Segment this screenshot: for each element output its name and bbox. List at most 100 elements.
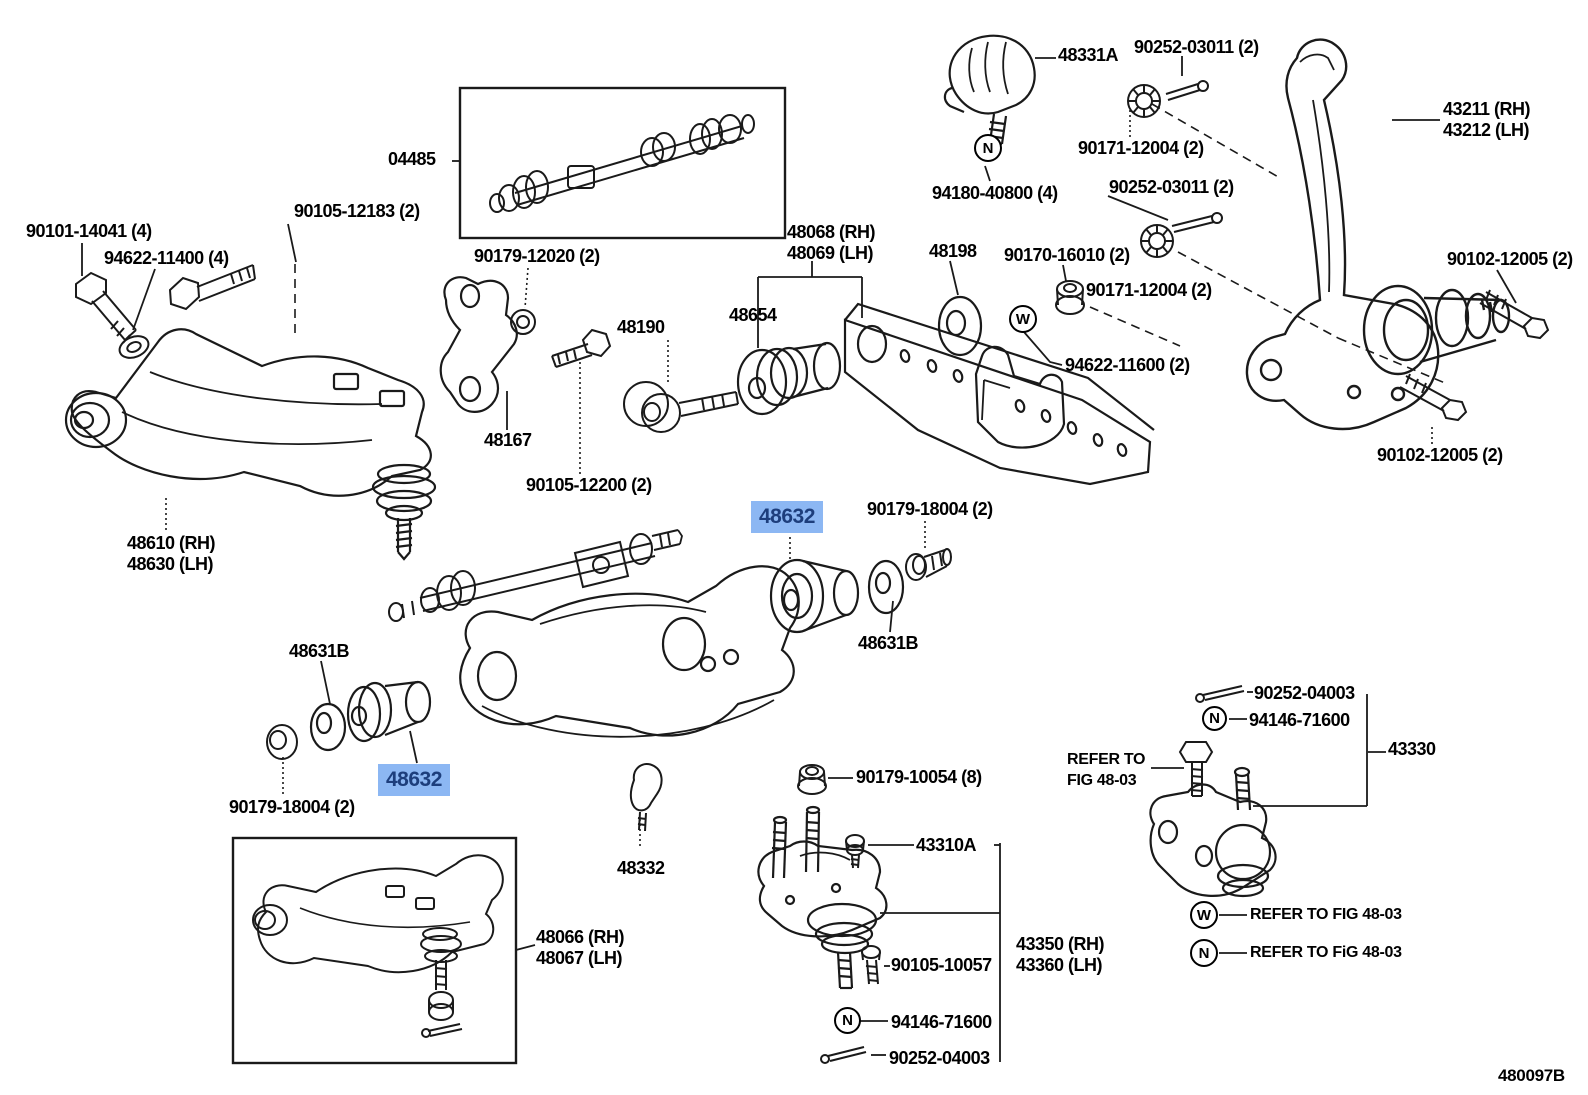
part-label-48066[interactable]: 48066 (RH): [536, 927, 625, 947]
figure-code: 480097B: [1498, 1066, 1565, 1085]
nut-90179-10054: [797, 764, 827, 795]
cotter-pin-90252-03011-b: [1171, 212, 1223, 233]
part-label-04485[interactable]: 04485: [388, 149, 436, 169]
leader-lines: [81, 56, 1517, 1062]
part-label-90102-12005-a[interactable]: 90102-12005 (2): [1447, 249, 1573, 269]
part-label-48610-48630[interactable]: 48610 (RH) 48630 (LH): [127, 533, 216, 575]
part-label-48068[interactable]: 48068 (RH): [787, 222, 876, 242]
crossmember-48068: [843, 302, 1155, 486]
w-symbol-circle-mid: W: [1009, 305, 1037, 333]
bolt-90105-12183: [168, 264, 256, 311]
part-label-90179-10054[interactable]: 90179-10054 (8): [856, 767, 982, 787]
part-label-48331a[interactable]: 48331A: [1058, 45, 1119, 65]
bolt-90101-14041: [75, 271, 137, 344]
part-label-90179-18004-left[interactable]: 90179-18004 (2): [229, 797, 355, 817]
part-label-43211-43212[interactable]: 43211 (RH) 43212 (LH): [1443, 99, 1531, 141]
part-label-48198[interactable]: 48198: [929, 241, 977, 261]
part-label-90105-12183[interactable]: 90105-12183 (2): [294, 201, 420, 221]
part-label-94146-71600-right[interactable]: 94146-71600: [1249, 710, 1350, 730]
part-label-90171-12004-b[interactable]: 90171-12004 (2): [1086, 280, 1212, 300]
part-label-94180-40800[interactable]: 94180-40800 (4): [932, 183, 1058, 203]
upper-arm-center: [459, 565, 800, 738]
n-symbol-circle-top: N: [974, 134, 1002, 162]
legend-n-icon: N: [1190, 939, 1218, 967]
legend-w-text: REFER TO FIG 48-03: [1250, 906, 1402, 923]
part-label-48632-highlighted-right[interactable]: 48632: [751, 501, 823, 533]
part-label-48069[interactable]: 48069 (LH): [787, 243, 874, 263]
knuckle-43211: [1245, 38, 1511, 431]
ball-joint-43330: [1149, 766, 1277, 898]
part-label-90179-12020[interactable]: 90179-12020 (2): [474, 246, 600, 266]
cover-48331a: [943, 34, 1036, 146]
inset-box-48066: [231, 836, 518, 1065]
part-label-90101-14041[interactable]: 90101-14041 (4): [26, 221, 152, 241]
bushing-48654: [736, 341, 842, 416]
part-label-43350[interactable]: 43350 (RH): [1016, 934, 1105, 954]
bushing-48632-right: [769, 558, 860, 634]
grommet-48198: [937, 295, 983, 357]
bolt-90179-18004-right: [905, 548, 952, 581]
part-label-90170-16010[interactable]: 90170-16010 (2): [1004, 245, 1130, 265]
part-label-48631b-left[interactable]: 48631B: [289, 641, 350, 661]
part-label-90252-03011-a[interactable]: 90252-03011 (2): [1134, 37, 1259, 57]
camber-cam-assembly-top: [489, 114, 755, 213]
part-label-90179-18004-right[interactable]: 90179-18004 (2): [867, 499, 993, 519]
part-label-48066-48067[interactable]: 48066 (RH) 48067 (LH): [536, 927, 625, 969]
washer-48631b-left: [309, 702, 347, 752]
part-label-43350-43360[interactable]: 43350 (RH) 43360 (LH): [1016, 934, 1105, 976]
part-label-43211[interactable]: 43211 (RH): [1443, 99, 1531, 119]
part-label-43360[interactable]: 43360 (LH): [1016, 955, 1103, 975]
part-label-90105-10057[interactable]: 90105-10057: [891, 955, 992, 975]
part-label-43330[interactable]: 43330: [1388, 739, 1436, 759]
camber-cam-assembly-mid: [388, 529, 683, 622]
ball-joint-43350: [757, 805, 888, 990]
part-label-48067[interactable]: 48067 (LH): [536, 948, 623, 968]
part-label-90252-03011-b[interactable]: 90252-03011 (2): [1109, 177, 1234, 197]
refer-note-line2: FIG 48-03: [1067, 772, 1137, 789]
part-label-48610[interactable]: 48610 (RH): [127, 533, 216, 553]
bolt-90105-10057: [861, 945, 881, 985]
part-label-48631b-right[interactable]: 48631B: [858, 633, 919, 653]
support-48167: [439, 276, 518, 413]
part-label-43310a[interactable]: 43310A: [916, 835, 977, 855]
n-symbol-circle-bottom: N: [834, 1007, 861, 1034]
bolt-90102-12005-a: [1479, 289, 1550, 340]
legend-n-text: REFER TO FiG 48-03: [1250, 944, 1402, 961]
part-label-48632-highlighted-left[interactable]: 48632: [378, 764, 450, 796]
dotted-leaders: [165, 110, 1433, 846]
part-label-90102-12005-b[interactable]: 90102-12005 (2): [1377, 445, 1503, 465]
bolt-43310a: [845, 834, 865, 869]
nut-90171-12004-a: [1127, 84, 1161, 118]
nut-90179-12020: [510, 309, 536, 335]
part-label-43212[interactable]: 43212 (LH): [1443, 120, 1530, 140]
link-48190: [623, 381, 739, 433]
part-label-90171-12004-a[interactable]: 90171-12004 (2): [1078, 138, 1204, 158]
part-label-48630[interactable]: 48630 (LH): [127, 554, 214, 574]
refer-note-line1: REFER TO: [1067, 751, 1146, 768]
n-symbol-circle-right: N: [1202, 706, 1227, 731]
part-label-48068-48069[interactable]: 48068 (RH) 48069 (LH): [787, 222, 876, 264]
upper-arm-48610: [64, 328, 437, 561]
washer-48631b-right: [867, 559, 905, 615]
cotter-pin-90252-03011-a: [1165, 80, 1209, 101]
part-label-94146-71600-bottom[interactable]: 94146-71600: [891, 1012, 992, 1032]
part-label-48190[interactable]: 48190: [617, 317, 665, 337]
nut-90171-12004-b: [1140, 224, 1174, 258]
part-label-90105-12200[interactable]: 90105-12200 (2): [526, 475, 652, 495]
bolt-90105-12200: [551, 328, 612, 368]
part-label-48654[interactable]: 48654: [729, 305, 777, 325]
part-label-48332[interactable]: 48332: [617, 858, 665, 878]
legend-w-icon: W: [1190, 901, 1218, 929]
part-label-94622-11400[interactable]: 94622-11400 (4): [104, 248, 229, 268]
part-label-90252-04003-bottom[interactable]: 90252-04003: [889, 1048, 990, 1068]
washer-94622-11400: [118, 335, 150, 359]
part-label-94622-11600[interactable]: 94622-11600 (2): [1065, 355, 1190, 375]
dashed-assembly-lines: [294, 103, 1446, 384]
refer-note: REFER TO FIG 48-03: [1067, 749, 1146, 791]
part-label-48167[interactable]: 48167: [484, 430, 532, 450]
cotter-pin-90252-04003-right: [1195, 685, 1245, 703]
part-label-90252-04003-right[interactable]: 90252-04003: [1254, 683, 1355, 703]
nut-left-group: [266, 724, 298, 760]
